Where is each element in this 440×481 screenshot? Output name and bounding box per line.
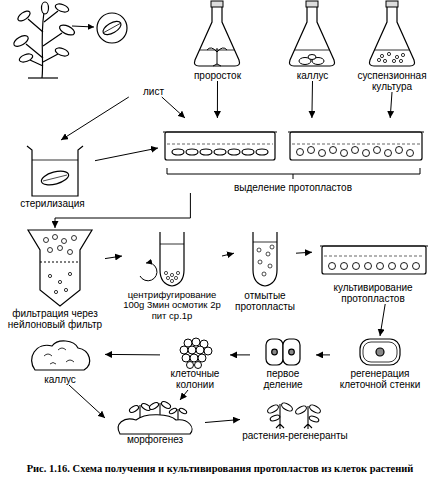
washed-tube — [253, 232, 277, 286]
petri-dish-cells — [288, 132, 424, 160]
step-label: суспензионная культура — [348, 70, 436, 92]
step-label: лист — [5, 86, 164, 97]
protoplast-isolation: выделение протопластов — [158, 118, 428, 193]
step-label: отмытые протопласты — [234, 290, 296, 312]
culture-dish — [320, 246, 428, 274]
leaf-circle — [97, 13, 127, 43]
flow-arrow — [390, 92, 392, 118]
step-label: культивирование протопластов — [312, 282, 434, 304]
flask-callus: каллус — [280, 0, 345, 81]
walled-cell — [360, 339, 400, 365]
flow-arrow — [162, 97, 185, 118]
step-label: регенерация клеточной стенки — [330, 368, 430, 390]
step-label: стерилизация — [10, 198, 95, 209]
cell-colony — [180, 338, 212, 369]
flow-arrow — [61, 97, 129, 140]
step-label: центрифугирование 100g 3мин осмотик 2р п… — [122, 290, 222, 321]
washed-protoplasts: отмытые протопласты — [234, 228, 296, 312]
step-label: проросток — [185, 70, 250, 81]
centrifuge-tube — [140, 232, 184, 286]
flask-suspension: суспензионная культура — [348, 0, 436, 92]
flask-seedling: проросток — [185, 0, 250, 81]
step-label: растения-регенеранты — [240, 430, 350, 441]
step-label: каллус — [15, 374, 105, 385]
pointer-arrow — [72, 26, 94, 27]
flow-arrow — [180, 390, 188, 400]
flow-arrow — [311, 81, 313, 118]
flow-arrow — [230, 354, 250, 355]
flask-seedling — [195, 1, 240, 66]
flow-arrow — [380, 304, 385, 336]
flow-arrow — [296, 252, 312, 253]
morphogenesis-stage: морфогенез — [105, 400, 205, 445]
dividing-cell — [266, 339, 300, 365]
flow-arrow — [105, 256, 122, 259]
step-label: каллус — [280, 70, 345, 81]
protoplast-culture: культивирование протопластов — [312, 230, 434, 304]
flow-arrow — [205, 420, 240, 423]
beaker — [27, 146, 83, 196]
petri-dish-leaf — [163, 132, 277, 160]
morphogenesis-shoots — [118, 400, 192, 434]
plant-leaf: лист — [5, 0, 170, 97]
step-label: клеточные колонии — [160, 368, 230, 390]
regenerated-plants: растения-регенеранты — [240, 398, 350, 441]
wall-regeneration: регенерация клеточной стенки — [330, 336, 430, 390]
flow-arrow — [69, 385, 105, 418]
step-label: фильтрация через нейлоновый фильтр — [5, 308, 105, 330]
flow-arrow — [95, 148, 158, 161]
first-division: первое деление — [250, 336, 316, 390]
regenerated-plants — [266, 401, 321, 429]
flow-arrow — [105, 354, 160, 356]
flow-arrow — [316, 354, 330, 355]
plant-drawing — [12, 2, 76, 78]
step-label: морфогенез — [105, 434, 205, 445]
sterilization-step: стерилизация — [10, 140, 95, 209]
step-label: выделение протопластов — [158, 182, 428, 193]
filter-funnel — [28, 230, 92, 306]
figure-caption: Рис. 1.16. Схема получения и культивиров… — [27, 463, 414, 474]
callus-mass — [32, 341, 90, 370]
flow-arrow — [217, 81, 218, 118]
step-label: первое деление — [250, 368, 316, 390]
filtration-step: фильтрация через нейлоновый фильтр — [5, 228, 105, 330]
bracket — [167, 168, 420, 179]
flow-arrow — [222, 253, 234, 256]
flask-callus — [290, 1, 335, 66]
callus-stage: каллус — [15, 338, 105, 385]
cell-colonies: клеточные колонии — [160, 336, 230, 390]
centrifugation-step: центрифугирование 100g 3мин осмотик 2р п… — [122, 228, 222, 321]
flask-suspension — [370, 1, 415, 66]
